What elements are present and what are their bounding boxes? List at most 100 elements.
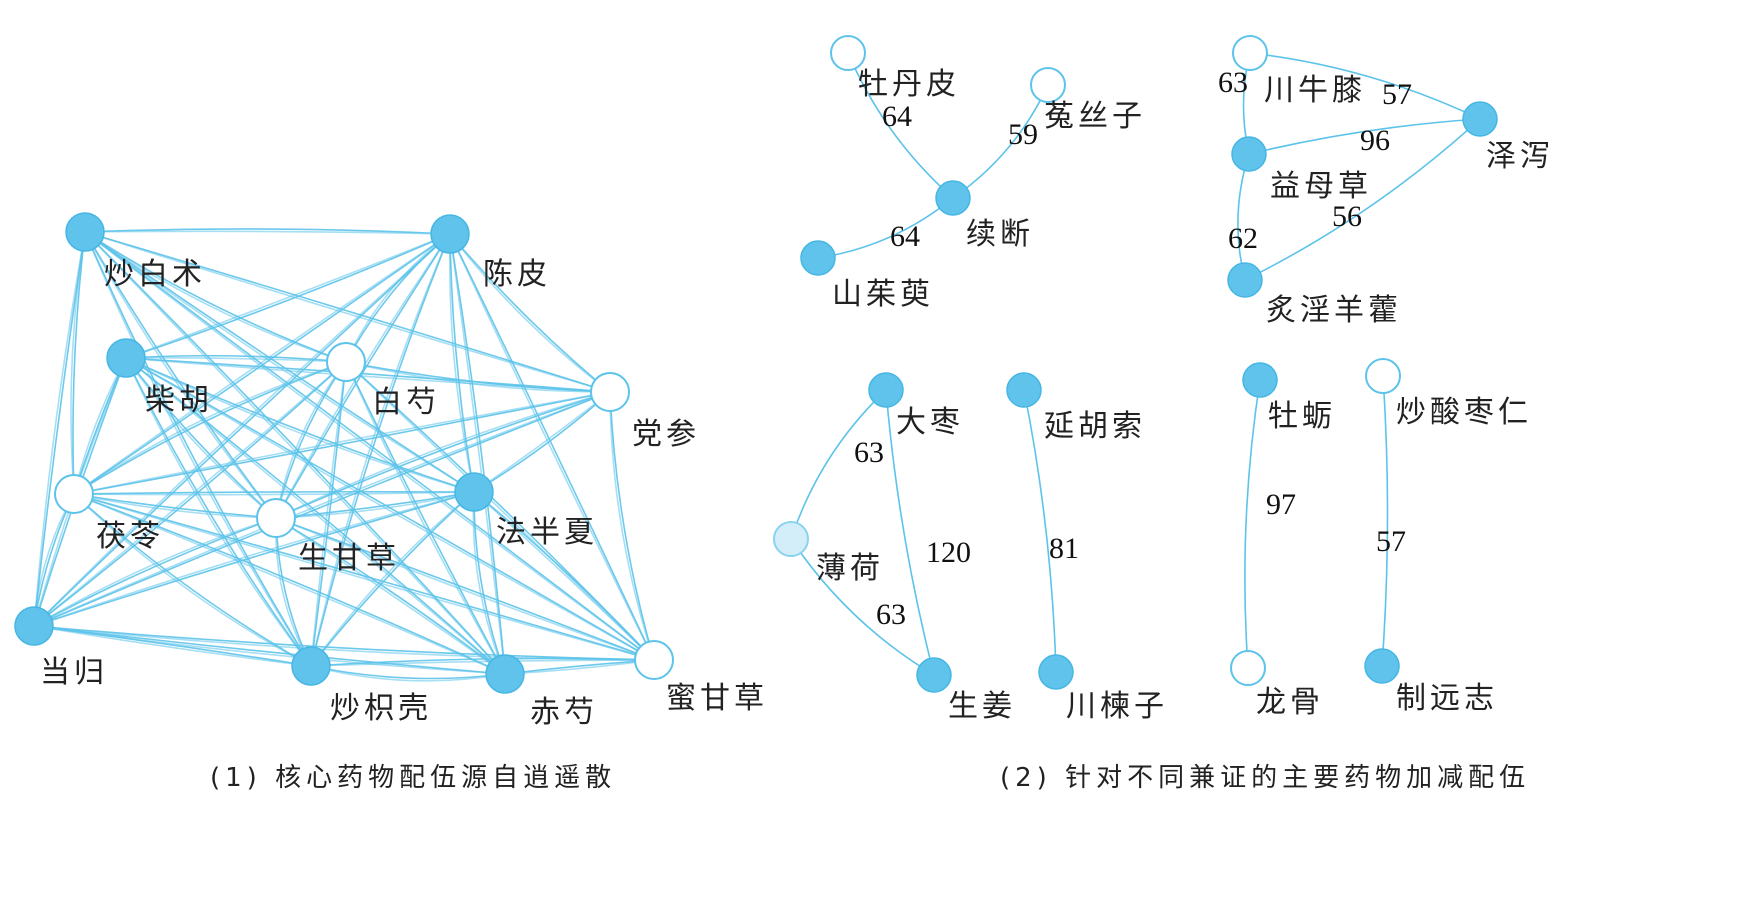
edge-chenpi-danggui-alt [33, 233, 451, 627]
node-label-chishao: 赤芍 [530, 695, 598, 730]
node-label-dazao: 大枣 [896, 405, 964, 440]
node-label-yinyanghuo: 炙淫羊藿 [1266, 293, 1402, 328]
node-chaihu [106, 338, 146, 378]
edge-chenpi-chaihu [125, 233, 451, 359]
edge-chenpi-migancao [449, 233, 655, 661]
edge-fuling-shenggancao-alt [73, 493, 277, 519]
caption-core-network: (1) 核心药物配伍源自逍遥散 [210, 763, 616, 793]
node-label-yanhusuo: 延胡索 [1044, 409, 1146, 444]
edge-chenpi-danggui [33, 233, 451, 627]
edge-mudanpi-xuduan [847, 52, 954, 199]
node-label-yimucao: 益母草 [1270, 169, 1372, 204]
edge-dangshen-fuling [73, 391, 611, 495]
node-migancao [634, 640, 674, 680]
labels: 炒白术陈皮柴胡白芍党参茯苓生甘草法半夏当归炒枳壳赤芍蜜甘草645964牡丹皮菟丝… [40, 66, 1554, 730]
edge-shenggancao-chishao [275, 517, 506, 675]
edge-weight-tusizi-xuduan: 59 [1008, 118, 1038, 151]
edge-fabanxia-migancao [473, 491, 655, 661]
edge-chaihu-fabanxia [125, 357, 475, 493]
edge-weight-shanzhuyu-xuduan: 64 [890, 220, 920, 253]
node-zhiqiao [291, 646, 331, 686]
node-label-chaihu: 柴胡 [145, 383, 213, 418]
node-label-zexie: 泽泻 [1486, 139, 1554, 174]
node-label-fuling: 茯苓 [96, 519, 164, 554]
edge-muli-longgu [1244, 379, 1261, 669]
edge-baizhu-dangshen [84, 231, 611, 393]
edge-fuling-zhiqiao-alt [73, 493, 312, 667]
edge-fuling-chishao-alt [73, 493, 506, 675]
node-dangshen [590, 372, 630, 412]
edge-yanhusuo-chuanlianzi [1023, 389, 1057, 673]
edge-baizhu-fabanxia [84, 231, 475, 493]
edge-danggui-chishao [33, 625, 506, 675]
edge-dangshen-fuling-alt [73, 391, 611, 495]
edge-weight-niuxi-yimucao: 63 [1218, 66, 1248, 99]
edge-dangshen-fabanxia-alt [473, 391, 611, 493]
edge-baishao-dangshen [345, 361, 611, 393]
edge-baizhu-dangshen-alt [84, 231, 611, 393]
node-shenggancao [256, 498, 296, 538]
node-label-dangshen: 党参 [632, 417, 700, 452]
edge-weight-mudanpi-xuduan: 64 [882, 100, 912, 133]
node-label-niuxi: 川牛膝 [1264, 73, 1366, 108]
node-label-zhiqiao: 炒枳壳 [330, 691, 432, 726]
edge-baizhu-baishao-alt [84, 231, 347, 363]
edge-shenggancao-danggui-alt [33, 517, 277, 627]
edge-baizhu-shenggancao [84, 231, 277, 519]
node-yinyanghuo [1227, 262, 1263, 298]
node-chenpi [430, 214, 470, 254]
edge-danggui-zhiqiao-alt [33, 625, 312, 667]
edge-baizhu-chenpi [84, 228, 451, 235]
edge-weight-yanhusuo-chuanlianzi: 81 [1049, 532, 1079, 565]
edge-chaihu-dangshen [125, 357, 611, 393]
edge-shenggancao-migancao [275, 517, 655, 661]
edge-chaihu-migancao-alt [125, 357, 655, 661]
edge-baizhu-fuling-alt [70, 231, 86, 495]
node-dazao [868, 372, 904, 408]
node-label-baizhu: 炒白术 [104, 257, 206, 292]
edge-chenpi-fabanxia-alt [448, 233, 475, 493]
edge-chaihu-fabanxia-alt [125, 357, 475, 493]
node-danggui [14, 606, 54, 646]
node-muli [1242, 362, 1278, 398]
edge-fuling-migancao-alt [73, 493, 655, 661]
node-label-chuanlianzi: 川楝子 [1066, 689, 1168, 724]
node-label-shenggancao: 生甘草 [298, 541, 400, 576]
edge-baizhu-zhiqiao [84, 231, 312, 667]
edge-chenpi-zhiqiao-alt [310, 233, 451, 667]
node-label-yuanzhi: 制远志 [1396, 681, 1498, 716]
edge-chenpi-dangshen [449, 233, 611, 393]
node-yuanzhi [1364, 648, 1400, 684]
edge-baishao-danggui [33, 361, 347, 627]
node-longgu [1230, 650, 1266, 686]
edge-danggui-chishao-alt [33, 625, 506, 675]
edge-chenpi-chaihu-alt [125, 233, 451, 359]
edge-chenpi-baishao-alt [345, 233, 451, 363]
edge-fabanxia-danggui [33, 491, 475, 627]
node-label-baishao: 白芍 [372, 385, 440, 420]
edge-dangshen-danggui-alt [33, 391, 611, 627]
edge-weight-niuxi-zexie: 57 [1382, 78, 1412, 111]
edge-bohe-shengjiang [790, 538, 935, 676]
edge-baishao-shenggancao [275, 361, 347, 519]
edge-zhiqiao-migancao-alt [310, 659, 655, 667]
edge-baizhu-danggui-alt [33, 231, 86, 627]
edge-chaihu-chishao [125, 357, 506, 675]
node-label-shanzhuyu: 山茱萸 [832, 277, 934, 312]
edge-chaihu-zhiqiao-alt [125, 357, 312, 667]
node-label-fabanxia: 法半夏 [496, 515, 598, 550]
edge-weight-dazao-bohe: 63 [854, 436, 884, 469]
node-label-danggui: 当归 [40, 655, 108, 690]
edge-fabanxia-danggui-alt [33, 491, 475, 627]
node-baizhu [65, 212, 105, 252]
edge-danggui-migancao-alt [33, 625, 655, 661]
edge-baizhu-zhiqiao-alt [84, 231, 312, 667]
edge-zhiqiao-chishao-alt [310, 665, 506, 682]
edge-shenggancao-migancao-alt [275, 517, 655, 661]
edge-shenggancao-fabanxia [275, 491, 475, 519]
edge-dazao-bohe [790, 389, 887, 540]
edge-dangshen-shenggancao-alt [275, 391, 611, 519]
edge-fuling-shenggancao [73, 493, 277, 519]
edge-baizhu-migancao [84, 231, 655, 661]
